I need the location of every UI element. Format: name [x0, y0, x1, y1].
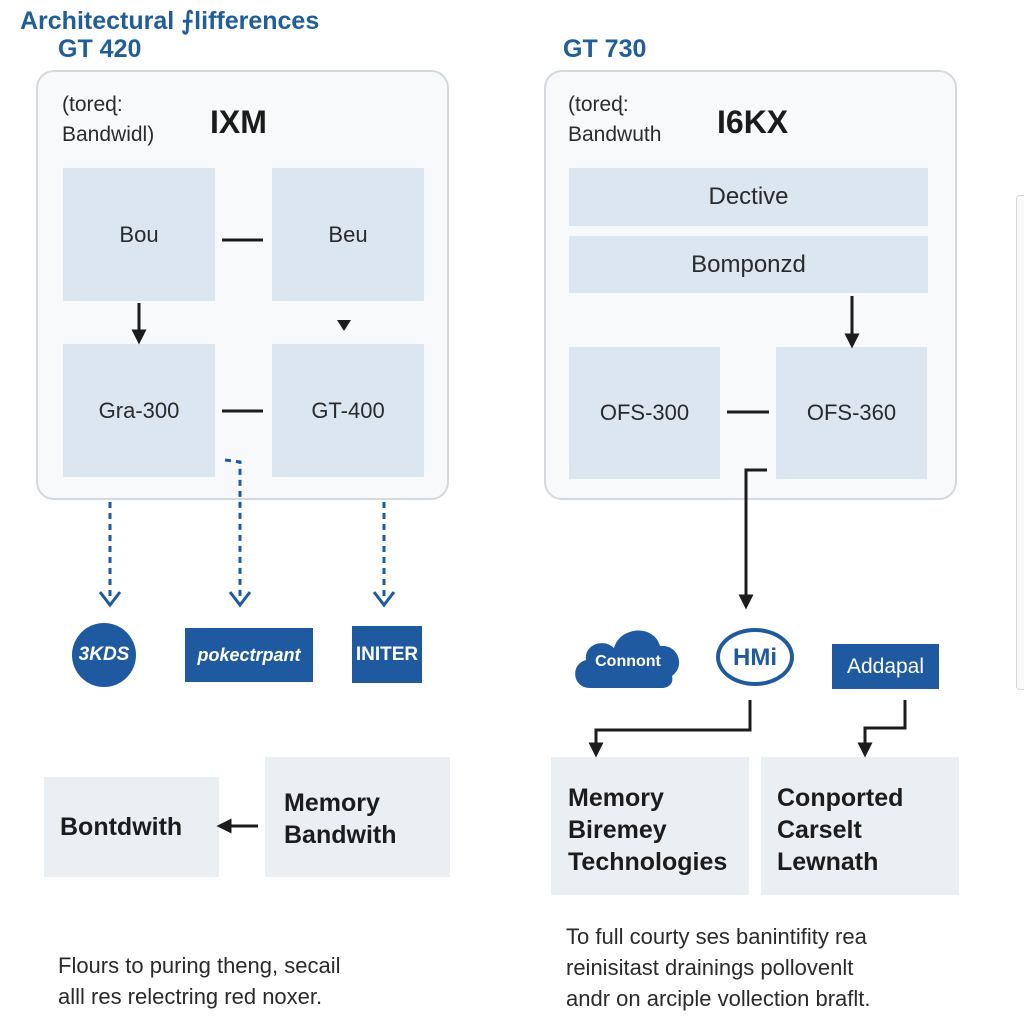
left-dashed-arrowhead-1 — [98, 591, 122, 608]
left-column-title: GT 420 — [58, 35, 142, 63]
left-box-bottom-left: Gra-300 — [63, 344, 215, 477]
right-bottom-right-line1: Conported — [777, 784, 904, 812]
right-box-bottom-right: OFS-360 — [776, 347, 927, 479]
logo-connont: Connont — [595, 653, 661, 670]
left-box-bottom-right: GT-400 — [272, 344, 424, 477]
left-bottom-right-box: Memory Bandwith — [265, 757, 450, 877]
right-header-line1: (toreɖ: — [568, 93, 629, 116]
right-wide-box-bottom: Bomponzd — [569, 236, 928, 293]
right-bottom-right-line3: Lewnath — [777, 848, 879, 876]
left-header-line2: Bandwidl) — [62, 123, 155, 146]
right-bottom-right-box: Conported Carselt Lewnath — [761, 757, 959, 895]
logo-initer: INITER — [352, 626, 422, 683]
diagram-title: Architectural ⨍lifferences — [20, 7, 320, 35]
right-column-title: GT 730 — [563, 35, 647, 63]
right-caption-line2: reinisitast drainings pollovenlt — [566, 955, 854, 980]
right-bottom-right-line2: Carselt — [777, 816, 862, 844]
left-caption-line1: Flours to puring theng, secail — [58, 953, 341, 978]
logo-3kds: 3KDS — [72, 623, 136, 687]
right-box-bottom-left: OFS-300 — [569, 347, 720, 479]
left-box-top-right: Beu — [272, 168, 424, 301]
right-caption: To full courty ses banintifity rea reini… — [566, 921, 871, 1014]
right-bottom-left-line3: Technologies — [568, 848, 728, 876]
left-dashed-arrowhead-2 — [228, 591, 252, 608]
left-dashed-arrowhead-3 — [372, 591, 396, 608]
left-bottom-right-line2: Bandwith — [284, 821, 397, 849]
cloud-logo-icon — [575, 630, 680, 688]
right-bottom-left-line2: Biremey — [568, 816, 667, 844]
left-header-line1: (toreɖ: — [62, 93, 123, 116]
left-bottom-left-box: Bontdwith — [44, 777, 219, 877]
right-header-big: I6KX — [717, 104, 789, 140]
scrollbar[interactable] — [1016, 195, 1024, 690]
right-bottom-left-box: Memory Biremey Technologies — [551, 757, 749, 895]
right-arrow-to-memory — [588, 700, 752, 758]
logo-hmi: HMi — [733, 644, 777, 671]
left-bottom-right-line1: Memory — [284, 789, 380, 817]
right-bottom-left-line1: Memory — [568, 784, 664, 812]
right-caption-line1: To full courty ses banintifity rea — [566, 924, 867, 949]
left-bottom-left-label: Bontdwith — [60, 813, 183, 841]
left-box-top-left: Bou — [63, 168, 215, 301]
left-caption-line2: alll res relectring red noxer. — [58, 984, 323, 1009]
right-header-line2: Bandwuth — [568, 123, 662, 146]
right-caption-line3: andr on arciple vollection braflt. — [566, 986, 871, 1011]
right-arrow-to-conported — [857, 700, 907, 758]
left-caption: Flours to puring theng, secail alll res … — [58, 950, 341, 1012]
right-wide-box-top: Dective — [569, 168, 928, 226]
logo-pokectrpant: pokectrpant — [185, 628, 313, 682]
logo-addapal: Addapal — [832, 644, 939, 689]
logo-hmi-ring — [716, 628, 794, 686]
left-header-big: IXM — [210, 104, 267, 140]
